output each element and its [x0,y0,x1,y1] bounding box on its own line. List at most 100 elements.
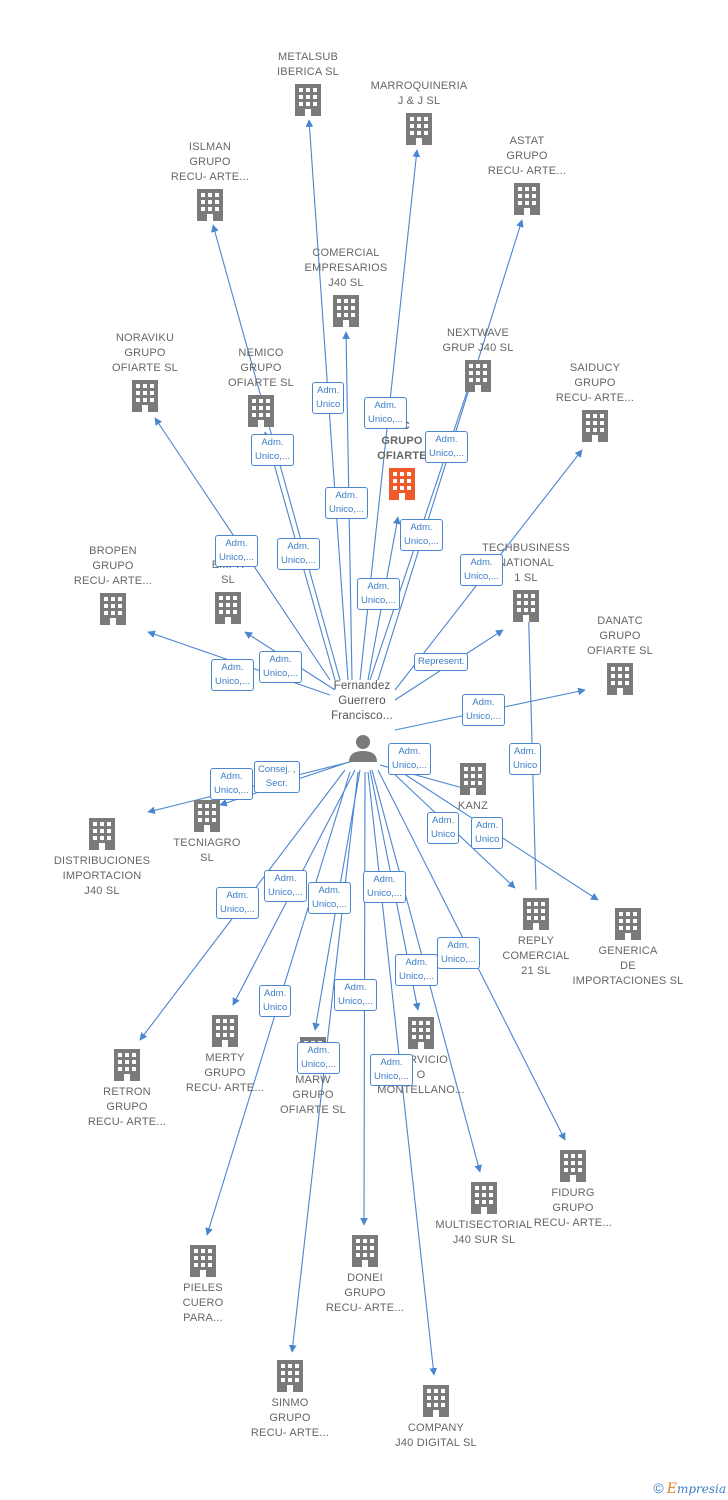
building-icon-servicio[interactable] [408,1017,434,1049]
person-name[interactable]: Fernandez Guerrero Francisco... [331,680,393,722]
edge-label-el_generica[interactable]: Adm. Unico [471,817,504,849]
building-icon-tecniagro[interactable] [194,800,220,832]
edge-label-el_grupoemp[interactable]: Adm. Unico,... [259,651,302,683]
building-icon-reply[interactable] [523,898,549,930]
company-node-company[interactable]: COMPANY J40 DIGITAL SL [356,1421,516,1451]
person-icon[interactable] [349,735,377,762]
company-node-nemico[interactable]: NEMICO GRUPO OFIARTE SL [181,346,341,391]
building-icon-saiducy[interactable] [582,410,608,442]
company-node-marw[interactable]: MARW GRUPO OFIARTE SL [233,1073,393,1118]
edge-label-el_bropen[interactable]: Adm. Unico,... [211,659,254,691]
company-label[interactable]: COMPANY J40 DIGITAL SL [395,1422,477,1449]
company-label[interactable]: MARROQUINERIA J & J SL [370,80,468,107]
building-icon-nemico[interactable] [248,395,274,427]
company-label[interactable]: SERVICIO O MONTELLANO... [377,1054,465,1096]
edge-label-el_represent[interactable]: Represent. [414,653,469,671]
building-icon-sinmo[interactable] [277,1360,303,1392]
edge-label-el_reply[interactable]: Adm. Unico [509,743,542,775]
edge-label-el_company[interactable]: Adm. Unico,... [370,1054,413,1086]
company-label[interactable]: NEXTWAVE GRUP J40 SL [442,327,514,354]
building-icon-company[interactable] [423,1385,449,1417]
building-icon-bropen[interactable] [100,593,126,625]
company-node-merty[interactable]: MERTY GRUPO RECU- ARTE... [145,1051,305,1096]
company-label[interactable]: DANATC GRUPO OFIARTE SL [587,615,653,657]
building-icon-fidurg[interactable] [560,1150,586,1182]
company-label[interactable]: REPLY COMERCIAL 21 SL [502,935,570,977]
company-label[interactable]: NEMICO GRUPO OFIARTE SL [228,347,294,389]
building-icon-generica[interactable] [615,908,641,940]
company-node-islman[interactable]: ISLMAN GRUPO RECU- ARTE... [130,140,290,185]
building-icon-distribuciones[interactable] [89,818,115,850]
company-label[interactable]: ISLMAN GRUPO RECU- ARTE... [170,141,250,183]
company-node-danatc[interactable]: DANATC GRUPO OFIARTE SL [540,614,700,659]
building-icon-marroquineria[interactable] [406,113,432,145]
company-label[interactable]: PIELES CUERO PARA... [182,1282,224,1324]
edge-label-el_merty[interactable]: Adm. Unico,... [264,870,307,902]
company-node-pieles[interactable]: PIELES CUERO PARA... [123,1281,283,1326]
company-node-fidurg[interactable]: FIDURG GRUPO RECU- ARTE... [493,1186,653,1231]
company-node-donei[interactable]: DONEI GRUPO RECU- ARTE... [285,1271,445,1316]
company-label[interactable]: NORAVIKU GRUPO OFIARTE SL [112,332,178,374]
company-node-retron[interactable]: RETRON GRUPO RECU- ARTE... [47,1085,207,1130]
company-node-bropen[interactable]: BROPEN GRUPO RECU- ARTE... [33,544,193,589]
edge-label-el_sinmo[interactable]: Adm. Unico,... [297,1042,340,1074]
edge-label-el_retron[interactable]: Adm. Unico,... [216,887,259,919]
company-node-generica[interactable]: GENERICA DE IMPORTACIONES SL [548,944,708,989]
company-label[interactable]: MULTISECTORIAL J40 SUR SL [435,1219,533,1246]
company-node-reply[interactable]: REPLY COMERCIAL 21 SL [456,934,616,979]
building-icon-focus[interactable] [389,468,415,500]
company-label[interactable]: ASTAT GRUPO RECU- ARTE... [487,135,567,177]
edge-label-el_marroq[interactable]: Adm. Unico,... [364,397,407,429]
edge-label-el_islman[interactable]: Adm. Unico,... [251,434,294,466]
edge-label-el_nemico[interactable]: Adm. Unico,... [277,538,320,570]
company-node-comercial[interactable]: COMERCIAL EMPRESARIOS J40 SL [266,246,426,291]
edge-label-el_techb[interactable]: Adm. Unico,... [460,554,503,586]
company-node-servicio[interactable]: SERVICIO O MONTELLANO... [341,1053,501,1098]
building-icon-comercial[interactable] [333,295,359,327]
company-node-metalsub[interactable]: METALSUB IBERICA SL [228,50,388,80]
edge-label-el_kanz[interactable]: Adm. Unico,... [388,743,431,775]
building-icon-kanz[interactable] [460,763,486,795]
building-icon-danatc[interactable] [607,663,633,695]
company-node-distribuciones[interactable]: DISTRIBUCIONES IMPORTACION J40 SL [22,854,182,899]
company-node-kanz[interactable]: KANZ [393,799,553,814]
company-node-marroquineria[interactable]: MARROQUINERIA J & J SL [339,79,499,109]
company-node-noraviku[interactable]: NORAVIKU GRUPO OFIARTE SL [65,331,225,376]
edge-label-el_astat[interactable]: Adm. Unico,... [400,519,443,551]
edge-label-el_focus[interactable]: Adm. Unico,... [357,578,400,610]
company-label[interactable]: COMERCIAL EMPRESARIOS J40 SL [304,247,388,289]
building-icon-astat[interactable] [514,183,540,215]
edge-label-el_fidurg[interactable]: Adm. Unico,... [437,937,480,969]
edge-label-el_distrib[interactable]: Adm. Unico,... [210,768,253,800]
edge-label-el_multi[interactable]: Adm. Unico,... [395,954,438,986]
company-label[interactable]: DISTRIBUCIONES IMPORTACION J40 SL [53,855,151,897]
edge-label-el_comercial[interactable]: Adm. Unico,... [325,487,368,519]
company-label[interactable]: KANZ [457,800,489,812]
company-label[interactable]: RETRON GRUPO RECU- ARTE... [87,1086,167,1128]
building-icon-grupo_emp[interactable] [215,592,241,624]
building-icon-retron[interactable] [114,1049,140,1081]
edge-label-el_noraviku[interactable]: Adm. Unico,... [215,535,258,567]
company-label[interactable]: MARW GRUPO OFIARTE SL [280,1074,346,1116]
company-node-tecniagro[interactable]: TECNIAGRO SL [127,836,287,866]
edge-label-el_metalsub[interactable]: Adm. Unico [312,382,345,414]
company-node-sinmo[interactable]: SINMO GRUPO RECU- ARTE... [210,1396,370,1441]
building-icon-donei[interactable] [352,1235,378,1267]
building-icon-nextwave[interactable] [465,360,491,392]
company-label[interactable]: TECHBUSINESS NATIONAL 1 SL [482,542,570,584]
edge-label-el_donei[interactable]: Adm. Unico,... [334,979,377,1011]
person-node[interactable]: Fernandez Guerrero Francisco... [282,679,442,724]
edge-label-el_danatc[interactable]: Adm. Unico,... [462,694,505,726]
company-node-nextwave[interactable]: NEXTWAVE GRUP J40 SL [398,326,558,356]
company-label[interactable]: BROPEN GRUPO RECU- ARTE... [73,545,153,587]
building-icon-merty[interactable] [212,1015,238,1047]
building-icon-metalsub[interactable] [295,84,321,116]
edge-label-el_pieles[interactable]: Adm. Unico [259,985,292,1017]
company-node-multisectorial[interactable]: MULTISECTORIAL J40 SUR SL [404,1218,564,1248]
edge-label-el_servicio[interactable]: Adm. Unico,... [363,871,406,903]
company-label[interactable]: GENERICA DE IMPORTACIONES SL [572,945,684,987]
company-label[interactable]: DONEI GRUPO RECU- ARTE... [325,1272,405,1314]
building-icon-techbusiness[interactable] [513,590,539,622]
company-label[interactable]: SAIDUCY GRUPO RECU- ARTE... [555,362,635,404]
edge-label-el_marw[interactable]: Adm. Unico,... [308,882,351,914]
